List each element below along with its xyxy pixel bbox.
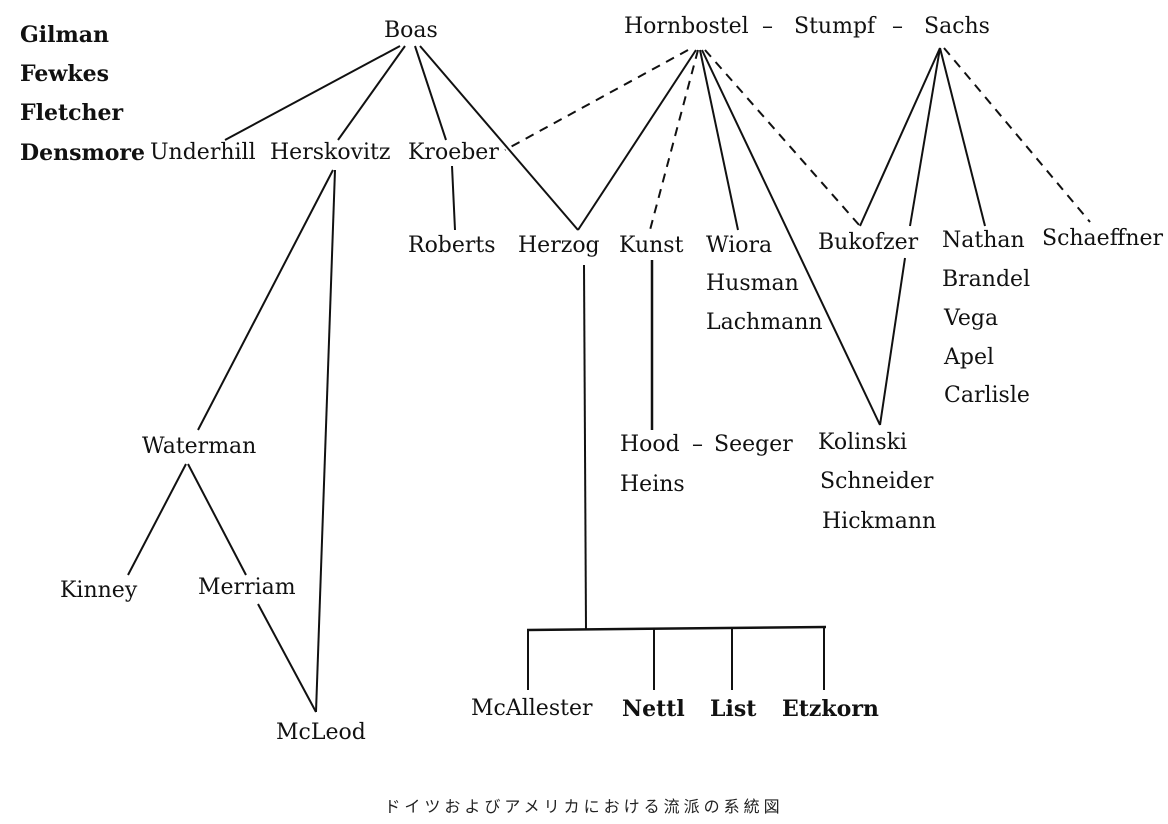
name-apel: Apel (944, 345, 995, 370)
dash-hood-seeger: – (692, 432, 703, 457)
name-kroeber: Kroeber (408, 140, 499, 165)
name-schaeffner: Schaeffner (1042, 226, 1164, 251)
diagram-caption: ドイツおよびアメリカにおける流派の系統図 (384, 797, 784, 816)
name-hood: Hood (620, 432, 680, 457)
line-hornbostel-wiora (699, 49, 739, 231)
dash-hornbostel-stumpf: – (762, 14, 773, 39)
line-hornbostel-kroeber (504, 49, 689, 151)
name-wiora: Wiora (706, 233, 773, 258)
line-bukofzer-kolinski (879, 257, 906, 426)
name-lachmann: Lachmann (706, 310, 823, 335)
name-list: List (710, 696, 757, 722)
name-schneider: Schneider (820, 469, 934, 494)
line-sachs-schaeffner (943, 47, 1091, 223)
line-hornbostel-kunst (649, 49, 699, 231)
name-merriam: Merriam (198, 575, 296, 600)
name-boas: Boas (384, 18, 438, 43)
line-hornbostel-bukofzer (704, 49, 861, 227)
line-sachs-bukofzer-2 (909, 47, 941, 227)
name-mcleod: McLeod (276, 720, 366, 745)
line-sachs-nathan (939, 47, 986, 227)
line-boas-underhill (224, 45, 401, 141)
name-vega: Vega (944, 306, 999, 331)
line-herzog-stem (583, 264, 587, 631)
name-gilman: Gilman (20, 22, 110, 48)
name-kunst: Kunst (619, 233, 684, 258)
name-kinney: Kinney (60, 578, 138, 603)
line-hornbostel-herzog (577, 49, 697, 231)
name-sachs: Sachs (924, 14, 990, 39)
name-hornbostel: Hornbostel (624, 14, 749, 39)
line-waterman-merriam (187, 463, 247, 576)
line-herskovitz-waterman (197, 169, 334, 431)
name-husman: Husman (706, 271, 799, 296)
name-kolinski: Kolinski (818, 430, 907, 455)
line-sachs-bukofzer (859, 47, 941, 227)
name-waterman: Waterman (142, 434, 257, 459)
line-merriam-mcleod (257, 603, 317, 713)
name-seeger: Seeger (714, 432, 793, 457)
name-nettl: Nettl (622, 696, 685, 722)
line-herskovitz-mcleod (315, 169, 336, 713)
name-heins: Heins (620, 472, 685, 497)
name-herzog: Herzog (518, 233, 600, 258)
name-bukofzer: Bukofzer (818, 230, 919, 255)
name-densmore: Densmore (20, 140, 145, 166)
name-hickmann: Hickmann (822, 509, 937, 534)
line-boas-herzog (419, 45, 579, 231)
name-herskovitz: Herskovitz (270, 140, 391, 165)
line-herzog-bracket (526, 625, 827, 632)
line-boas-herskovitz (337, 45, 406, 141)
name-stumpf: Stumpf (794, 14, 876, 39)
name-roberts: Roberts (408, 233, 496, 258)
name-nathan: Nathan (942, 228, 1025, 253)
name-carlisle: Carlisle (944, 383, 1030, 408)
line-boas-kroeber (414, 45, 447, 141)
dash-stumpf-sachs: – (892, 14, 903, 39)
name-underhill: Underhill (150, 140, 256, 165)
name-fletcher: Fletcher (20, 100, 124, 126)
name-etzkorn: Etzkorn (782, 696, 879, 722)
name-brandel: Brandel (942, 267, 1031, 292)
line-kroeber-roberts (451, 165, 456, 231)
name-fewkes: Fewkes (20, 61, 109, 87)
name-mcallester: McAllester (471, 696, 593, 721)
line-waterman-kinney (127, 463, 187, 576)
line-hornbostel-kolinski (701, 49, 881, 426)
